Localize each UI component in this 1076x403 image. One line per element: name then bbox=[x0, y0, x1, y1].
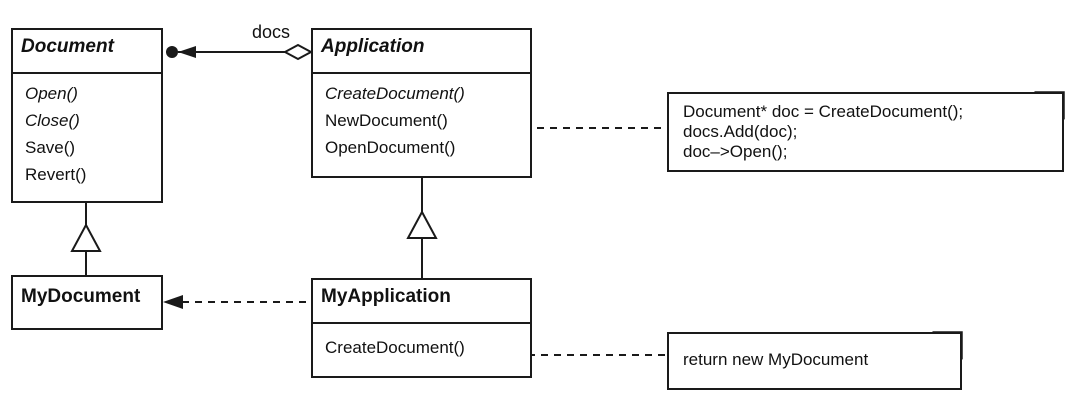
operation: OpenDocument() bbox=[325, 138, 456, 157]
my-application-operations: CreateDocument() bbox=[313, 324, 530, 367]
application-class-box: Application CreateDocument() NewDocument… bbox=[311, 28, 532, 178]
my-application-class-box: MyApplication CreateDocument() bbox=[311, 278, 532, 378]
creates-dependency-arrowhead bbox=[163, 295, 183, 309]
my-application-class-name: MyApplication bbox=[313, 280, 530, 324]
operation: Close() bbox=[25, 111, 80, 130]
application-inheritance-triangle bbox=[406, 209, 438, 239]
operation: Revert() bbox=[25, 165, 87, 184]
operation: CreateDocument() bbox=[325, 84, 465, 103]
association-end-dot bbox=[166, 46, 178, 58]
document-class-box: Document Open() Close() Save() Revert() bbox=[11, 28, 163, 203]
application-class-name: Application bbox=[313, 30, 530, 74]
docs-association-label: docs bbox=[252, 22, 291, 42]
association-arrowhead bbox=[178, 46, 196, 58]
document-operations: Open() Close() Save() Revert() bbox=[13, 74, 161, 194]
create-document-note: return new MyDocument bbox=[667, 332, 962, 390]
note-line: return new MyDocument bbox=[683, 350, 869, 369]
operation: CreateDocument() bbox=[325, 338, 465, 357]
operation: NewDocument() bbox=[325, 111, 448, 130]
document-inheritance-triangle bbox=[70, 222, 102, 252]
new-document-note: Document* doc = CreateDocument(); docs.A… bbox=[667, 92, 1064, 172]
document-class-name: Document bbox=[13, 30, 161, 74]
operation: Open() bbox=[25, 84, 78, 103]
my-document-class-name: MyDocument bbox=[21, 286, 141, 307]
note-line: doc–>Open(); bbox=[683, 142, 788, 161]
application-operations: CreateDocument() NewDocument() OpenDocum… bbox=[313, 74, 530, 167]
operation: Save() bbox=[25, 138, 76, 157]
note-line: docs.Add(doc); bbox=[683, 122, 798, 141]
my-document-class-box: MyDocument bbox=[11, 275, 163, 330]
aggregation-diamond bbox=[282, 43, 314, 61]
note-line: Document* doc = CreateDocument(); bbox=[683, 102, 964, 121]
